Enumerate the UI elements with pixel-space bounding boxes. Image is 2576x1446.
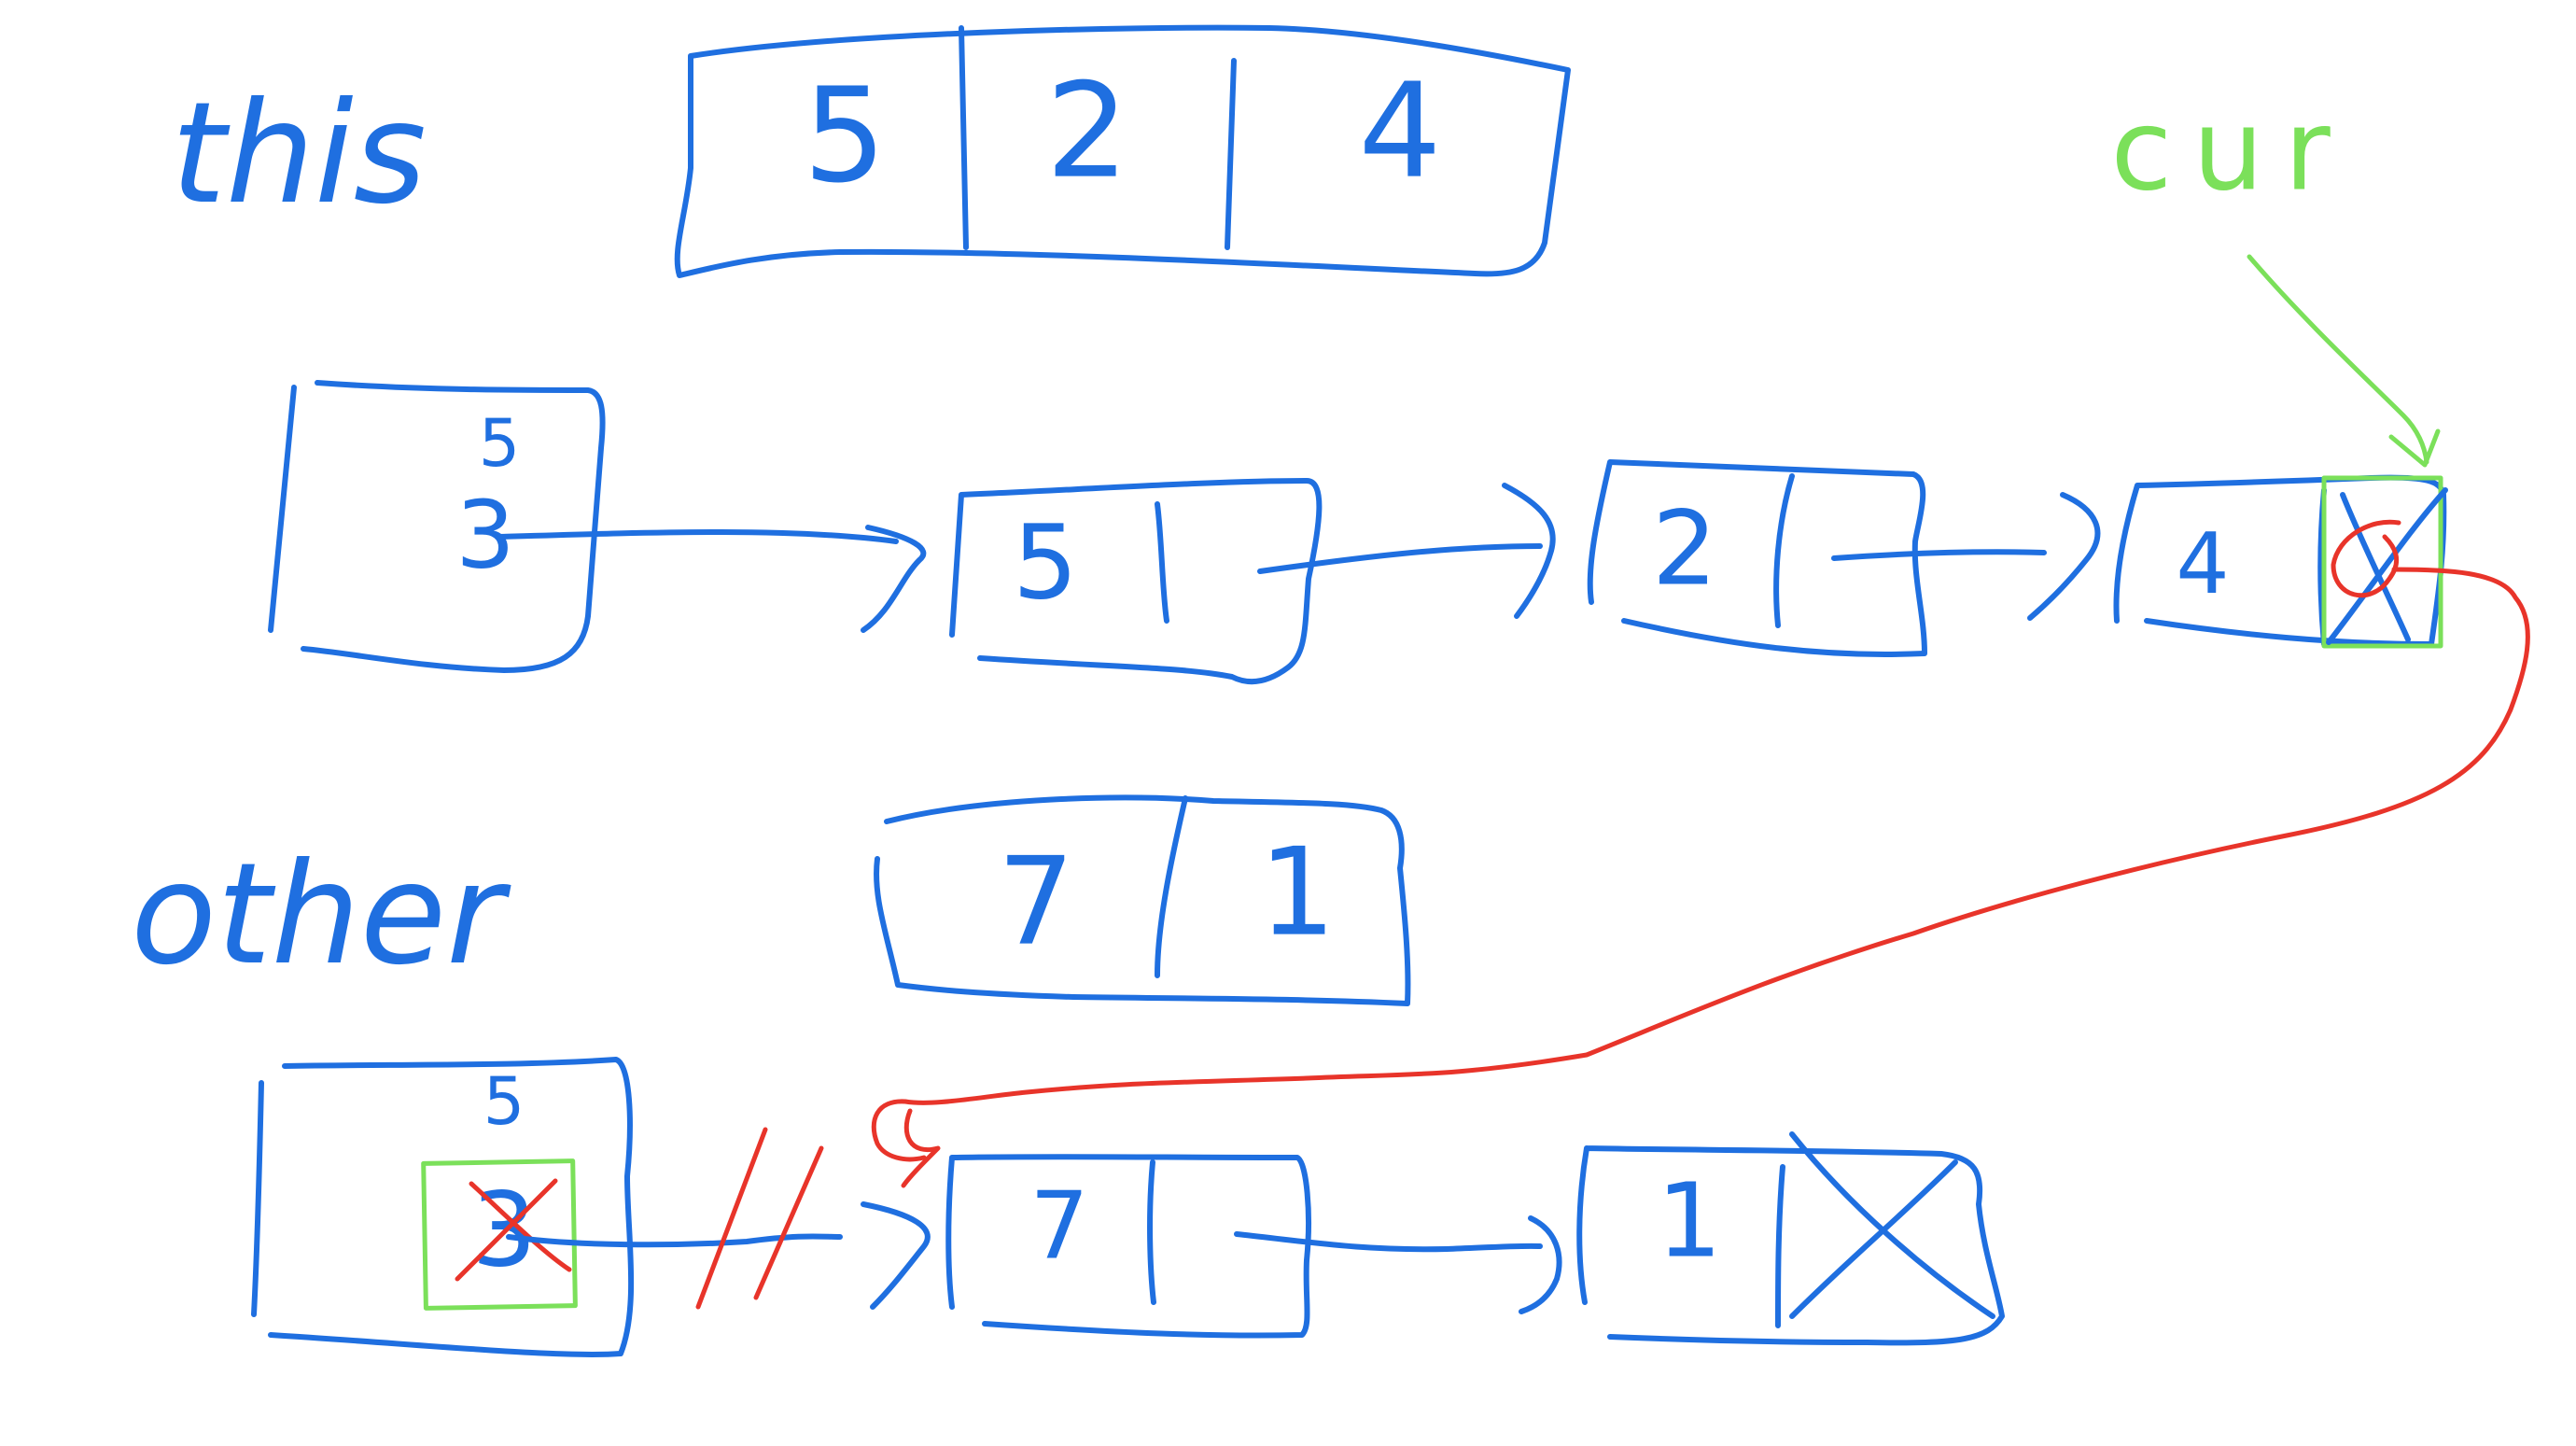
- this-node-1-divider: [1773, 473, 1795, 628]
- other-array-outline: [874, 794, 1411, 1006]
- cur-pointer-arrow: [2247, 254, 2429, 465]
- this-label: this: [171, 73, 427, 235]
- splice-link: [871, 567, 2530, 1162]
- this-head-size: 5: [479, 405, 521, 482]
- this-node-2: 4: [2113, 474, 2448, 649]
- this-array-outline: [674, 24, 1571, 278]
- this-node-0-outline: [949, 478, 1323, 685]
- other-head-pointer-arrowhead: [861, 1201, 931, 1310]
- other-node-1-null-cross: [1789, 1131, 1995, 1319]
- this-node-0-divider: [1155, 501, 1169, 624]
- other-label: other: [131, 834, 511, 996]
- this-list-head: 5 3: [268, 380, 606, 673]
- this-array: 5 2 4: [674, 24, 1571, 278]
- other-array: 7 1: [874, 794, 1411, 1006]
- other-list-head: 5 3: [251, 1057, 635, 1357]
- this-head-outline: [268, 380, 606, 673]
- this-array-divider-1: [959, 25, 969, 250]
- other-node-1-divider: [1775, 1164, 1785, 1328]
- this-array-divider-2: [1225, 58, 1237, 250]
- other-head-size: 5: [483, 1063, 525, 1140]
- other-array-cell-0: 7: [998, 831, 1075, 973]
- other-node-0: 7: [945, 1154, 1311, 1339]
- this-node-2-null-cross: [2326, 487, 2448, 645]
- this-array-cell-0: 5: [803, 61, 886, 213]
- this-node-2-outline: [2113, 474, 2447, 647]
- other-head-highlight-box: [421, 1158, 578, 1311]
- this-node-1-outline: [1587, 459, 1927, 657]
- other-head-removed-cross: [455, 1178, 572, 1282]
- cur-highlight-box: [2321, 475, 2443, 649]
- other-head-pointer: [506, 1233, 843, 1248]
- this-node-0-next: [1257, 543, 1543, 574]
- this-head-pointer: [497, 529, 899, 544]
- other-head-pointer-cut-1: [695, 1127, 768, 1310]
- cur-pointer-arrowhead: [2388, 428, 2441, 468]
- splice-link-arrowhead: [901, 1108, 941, 1188]
- other-node-0-outline: [945, 1154, 1311, 1339]
- other-node-0-value: 7: [1029, 1171, 1089, 1280]
- other-head-outline: [251, 1057, 635, 1357]
- other-array-divider: [1155, 795, 1188, 978]
- this-node-2-new-link-mark: [2331, 519, 2401, 598]
- this-node-0: 5: [949, 478, 1323, 685]
- other-node-1-value: 1: [1657, 1160, 1722, 1280]
- other-head-pointer-cut-2: [753, 1145, 824, 1300]
- this-node-2-value: 4: [2176, 515, 2229, 613]
- this-node-1-next: [1831, 549, 2047, 561]
- this-node-1: 2: [1587, 459, 1927, 657]
- other-node-0-next: [1234, 1231, 1543, 1253]
- this-array-cell-1: 2: [1045, 56, 1128, 208]
- this-head-pointer-arrowhead: [861, 525, 927, 633]
- other-node-1: 1: [1576, 1131, 2005, 1346]
- cur-label: cur: [2110, 87, 2350, 217]
- this-node-1-next-arrowhead: [2027, 492, 2101, 621]
- this-array-cell-2: 4: [1358, 56, 1441, 208]
- this-node-0-value: 5: [1013, 502, 1078, 622]
- other-node-0-divider: [1147, 1159, 1156, 1305]
- other-array-cell-1: 1: [1259, 821, 1337, 963]
- this-node-0-next-arrowhead: [1502, 483, 1556, 619]
- other-node-0-next-arrowhead: [1519, 1215, 1562, 1314]
- this-node-1-value: 2: [1652, 488, 1717, 608]
